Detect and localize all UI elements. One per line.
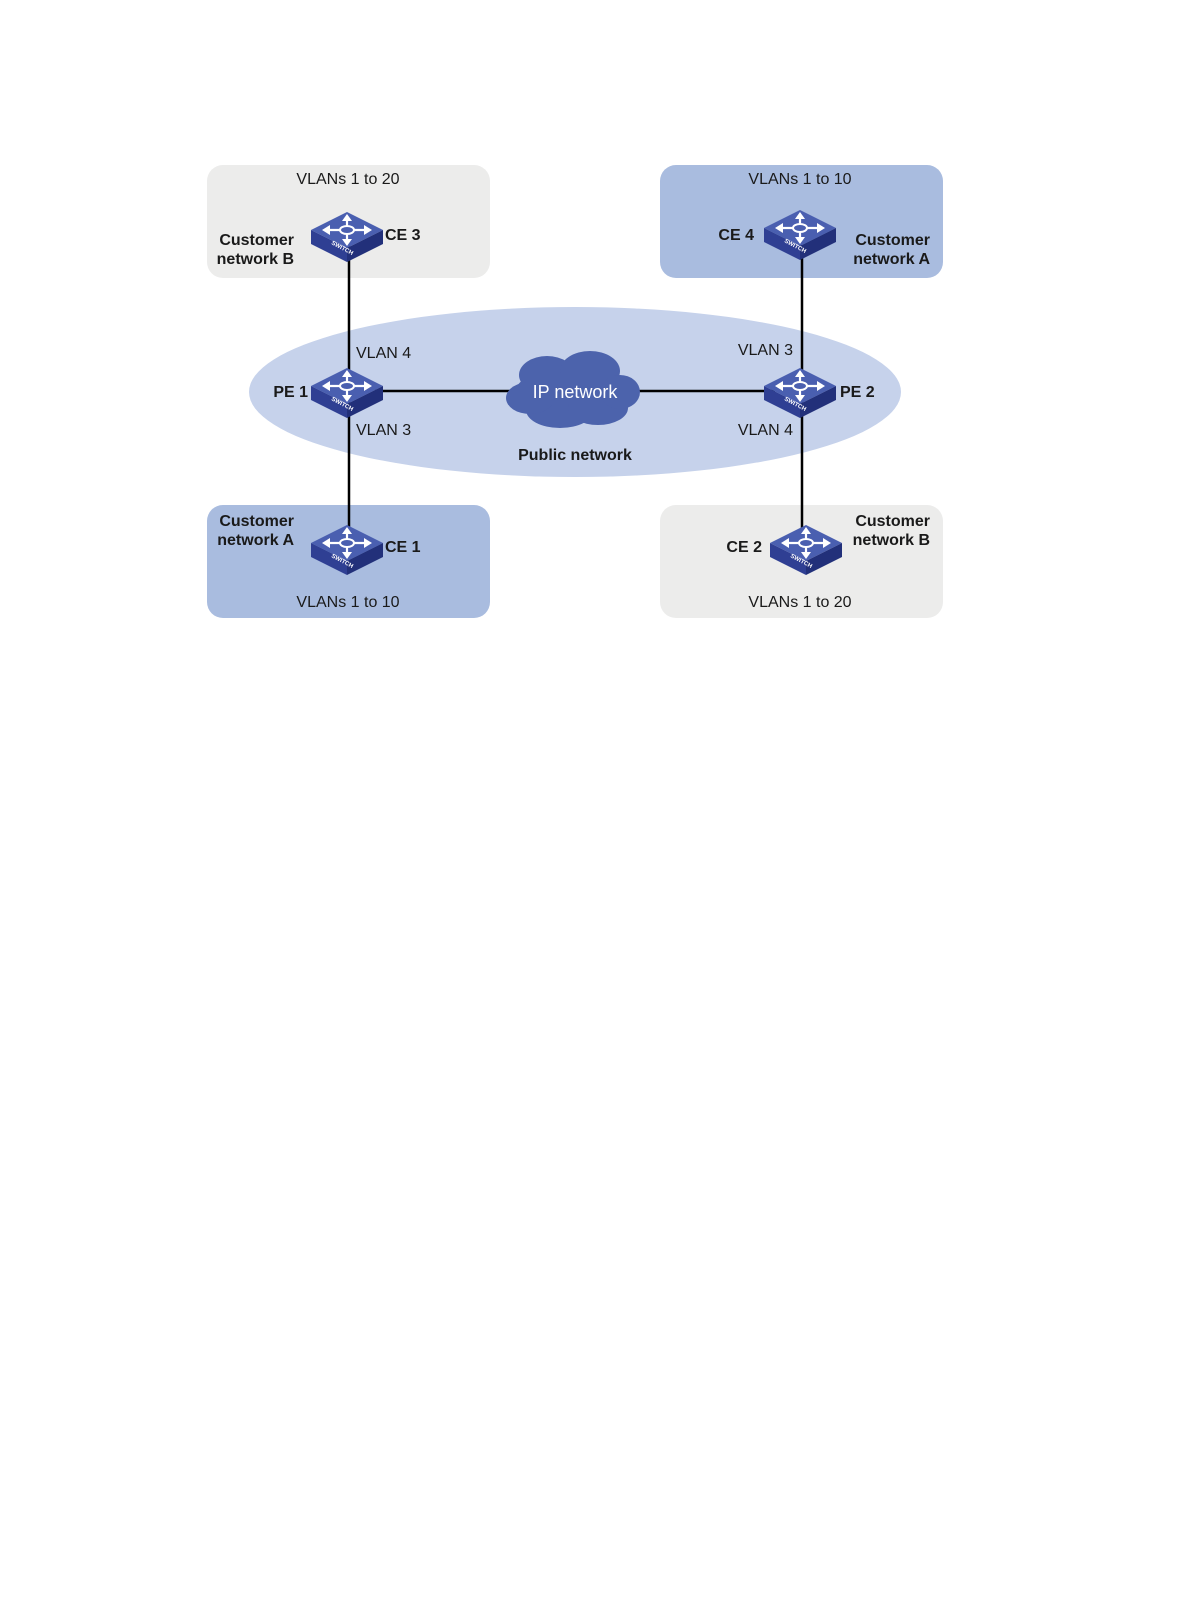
bottom-right-network-line2: network B: [853, 532, 930, 549]
top-left-vlans-label: VLANs 1 to 20: [296, 171, 399, 188]
pe2-down-vlan-label: VLAN 4: [738, 422, 793, 439]
bottom-left-vlans-label: VLANs 1 to 10: [296, 594, 399, 611]
pe2-up-vlan-label: VLAN 3: [738, 342, 793, 359]
pe1-up-vlan-label: VLAN 4: [356, 345, 411, 362]
pe1-label: PE 1: [273, 384, 308, 401]
ce3-label: CE 3: [385, 227, 421, 244]
cloud-label: IP network: [533, 382, 619, 402]
bottom-right-vlans-label: VLANs 1 to 20: [748, 594, 851, 611]
top-left-network-line1: Customer: [219, 232, 294, 249]
pe2-label: PE 2: [840, 384, 875, 401]
top-right-network-line2: network A: [853, 251, 930, 268]
ce1-label: CE 1: [385, 539, 421, 556]
pe1-down-vlan-label: VLAN 3: [356, 422, 411, 439]
bottom-right-network-line1: Customer: [855, 513, 930, 530]
top-right-network-line1: Customer: [855, 232, 930, 249]
ce2-label: CE 2: [726, 539, 762, 556]
ce4-label: CE 4: [718, 227, 754, 244]
bottom-left-network-line1: Customer: [219, 513, 294, 530]
public-network-label: Public network: [518, 447, 632, 464]
top-right-vlans-label: VLANs 1 to 10: [748, 171, 851, 188]
top-left-network-line2: network B: [217, 251, 294, 268]
bottom-left-network-line2: network A: [217, 532, 294, 549]
